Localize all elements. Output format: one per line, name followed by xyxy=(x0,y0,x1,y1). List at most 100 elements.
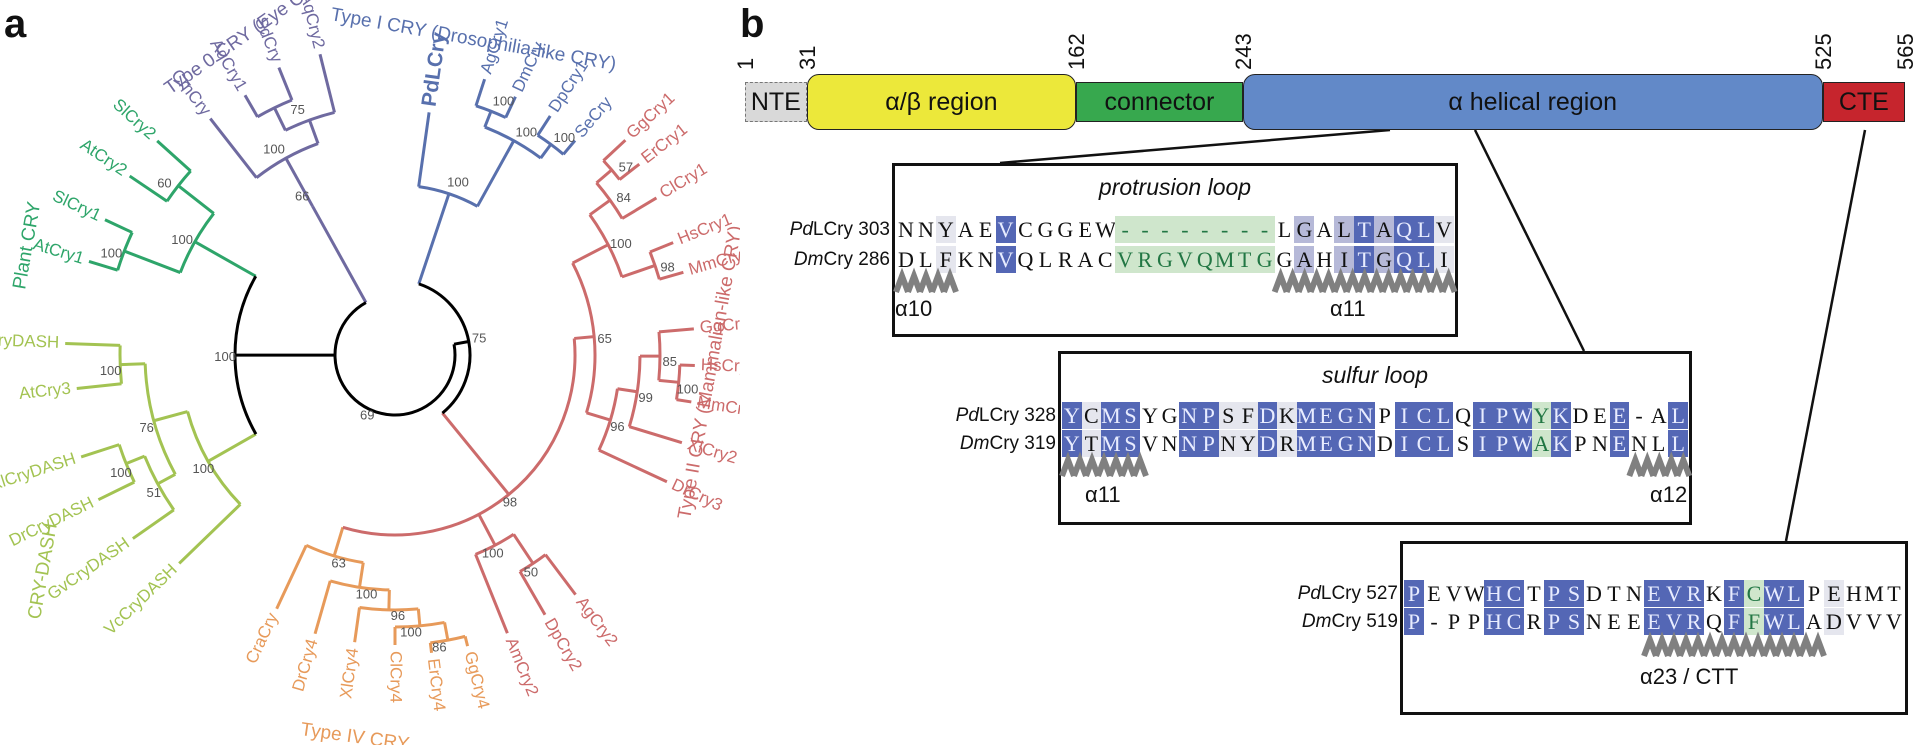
branch-arc xyxy=(418,185,479,208)
residue: G xyxy=(1374,246,1395,273)
residue: V xyxy=(1866,609,1882,634)
residue: D xyxy=(1824,608,1844,635)
residue: W xyxy=(1511,402,1533,429)
branch xyxy=(123,249,181,274)
bootstrap-value: 100 xyxy=(515,124,537,139)
residue: P xyxy=(1404,580,1424,607)
residue: L xyxy=(1277,217,1292,242)
residue: E xyxy=(1078,217,1092,242)
bootstrap-value: 96 xyxy=(391,608,405,623)
residue: P xyxy=(1198,430,1219,457)
helix-icon xyxy=(893,267,959,294)
residue: P xyxy=(1492,430,1512,457)
helix-label: α12 xyxy=(1650,482,1688,507)
residue: C xyxy=(1414,402,1434,429)
branch xyxy=(658,378,679,384)
branch xyxy=(243,94,259,118)
bootstrap-value: 100 xyxy=(193,461,215,476)
panel-a-label: a xyxy=(4,2,27,46)
residue: H xyxy=(1484,608,1504,635)
branch-arc xyxy=(342,338,577,537)
branch xyxy=(311,205,368,304)
bootstrap-value: 100 xyxy=(677,382,699,397)
branch-arc xyxy=(595,181,624,220)
branch-arc xyxy=(657,331,662,381)
residue: V xyxy=(995,246,1016,273)
residue: I xyxy=(1472,402,1493,429)
branch xyxy=(428,642,434,653)
residue: - xyxy=(1635,403,1643,428)
bootstrap-value: 66 xyxy=(295,189,309,204)
residue: E xyxy=(1609,430,1630,457)
residue: L xyxy=(1433,430,1454,457)
residue: T xyxy=(1887,581,1901,606)
branch xyxy=(476,139,516,208)
residue: P xyxy=(1198,402,1219,429)
residue: E xyxy=(1609,402,1630,429)
bootstrap-value: 100 xyxy=(482,546,504,561)
residue: W xyxy=(1464,581,1485,606)
bootstrap-value: 100 xyxy=(263,142,285,157)
residue: G xyxy=(1335,402,1356,429)
residue: S xyxy=(1218,402,1239,429)
residue: H xyxy=(1316,247,1333,272)
residue: M xyxy=(1101,430,1121,457)
branch xyxy=(76,382,122,390)
residue: Y xyxy=(1142,403,1158,428)
branch-arc xyxy=(475,104,507,119)
branch xyxy=(598,448,668,484)
domain-segment: α/β region xyxy=(806,74,1077,130)
residue: A xyxy=(1316,217,1333,242)
zoom-line xyxy=(1473,129,1586,352)
residue: N xyxy=(977,247,994,272)
residue: N xyxy=(917,217,934,242)
residue: E xyxy=(1316,402,1336,429)
branch xyxy=(571,243,609,265)
branch xyxy=(595,168,613,185)
branch xyxy=(536,115,552,137)
branch xyxy=(539,143,553,159)
branch xyxy=(177,184,215,215)
residue: W xyxy=(1764,608,1785,635)
helix-icon xyxy=(1059,451,1149,478)
residue: - xyxy=(1135,216,1155,243)
residue: L xyxy=(1668,430,1688,457)
residue: C xyxy=(1414,430,1434,457)
taxon-label: SlCryDASH xyxy=(0,330,60,352)
branch-arc xyxy=(536,134,565,156)
residue: - xyxy=(1234,216,1255,243)
residue: Q xyxy=(1394,246,1414,273)
residue: D xyxy=(898,247,914,272)
residue: E xyxy=(1316,430,1336,457)
residue: Y xyxy=(1062,430,1082,457)
residue: S xyxy=(1456,431,1470,456)
branch-arc xyxy=(519,553,547,573)
residue: K xyxy=(1551,402,1571,429)
helix-icon xyxy=(1626,451,1693,478)
branch xyxy=(474,78,487,107)
residue: N xyxy=(1355,402,1375,429)
bootstrap-value: 100 xyxy=(553,130,575,145)
residue: L xyxy=(1413,246,1434,273)
residue: V xyxy=(1174,246,1195,273)
alignment-title: sulfur loop xyxy=(1321,362,1429,388)
residue: C xyxy=(1744,580,1764,607)
zoom-line xyxy=(1784,129,1867,542)
branch xyxy=(679,363,695,367)
residue: R xyxy=(1057,247,1073,272)
residue: K xyxy=(1277,402,1297,429)
residue: P xyxy=(1807,581,1821,606)
helix-label: α11 xyxy=(1085,482,1121,507)
helix-icon xyxy=(1641,631,1827,658)
branch xyxy=(104,218,133,234)
bootstrap-value: 100 xyxy=(100,363,122,378)
residue: - xyxy=(1430,609,1438,634)
residue: W xyxy=(1764,580,1785,607)
helix-label: α11 xyxy=(1330,296,1366,321)
residue: Y xyxy=(1062,402,1082,429)
branch xyxy=(209,117,258,179)
residue: T xyxy=(1527,581,1541,606)
residue: L xyxy=(1334,216,1355,243)
